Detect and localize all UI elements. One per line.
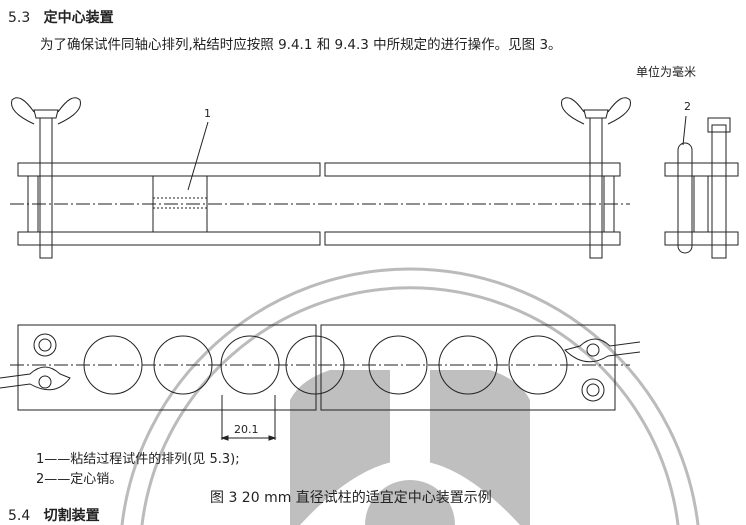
plan-plate-right bbox=[320, 324, 616, 411]
section-number: 5.3 bbox=[8, 10, 31, 26]
legend-item-1: 1——粘结过程试件的排列(见 5.3); bbox=[36, 452, 240, 467]
plan-wing-nut-left bbox=[0, 366, 71, 391]
right-wing-nut-bolt bbox=[560, 97, 632, 259]
plan-plate-left bbox=[17, 324, 317, 411]
centering-pin-right bbox=[581, 378, 605, 402]
centering-pin-left bbox=[33, 333, 57, 357]
lower-bar-left bbox=[17, 231, 321, 246]
body-paragraph: 为了确保试件同轴心排列,粘结时应按照 9.4.1 和 9.4.3 中所规定的进行… bbox=[40, 37, 562, 53]
section-title: 定中心装置 bbox=[43, 10, 114, 26]
next-section-title: 切割装置 bbox=[43, 508, 100, 524]
section-heading: 5.3 定中心装置 bbox=[8, 10, 114, 26]
specimen-holes bbox=[83, 335, 568, 395]
leader-1 bbox=[187, 121, 209, 191]
callout-1: 1 bbox=[204, 107, 211, 120]
next-section-heading: 5.4 切割装置 bbox=[8, 508, 100, 524]
unit-note: 单位为毫米 bbox=[636, 65, 697, 79]
upper-bar-right bbox=[324, 162, 621, 177]
left-wing-nut-bolt bbox=[10, 97, 82, 259]
next-section-number: 5.4 bbox=[8, 508, 31, 524]
dimension-label: 20.1 bbox=[234, 423, 259, 436]
side-view bbox=[664, 115, 739, 259]
lower-bar-right bbox=[324, 231, 621, 246]
figure-caption: 图 3 20 mm 直径试柱的适宜定中心装置示例 bbox=[210, 490, 492, 506]
plan-wing-nut-right bbox=[564, 338, 641, 363]
callout-2: 2 bbox=[684, 100, 691, 113]
legend-item-2: 2——定心销。 bbox=[36, 472, 123, 487]
upper-bar-left bbox=[17, 162, 321, 177]
